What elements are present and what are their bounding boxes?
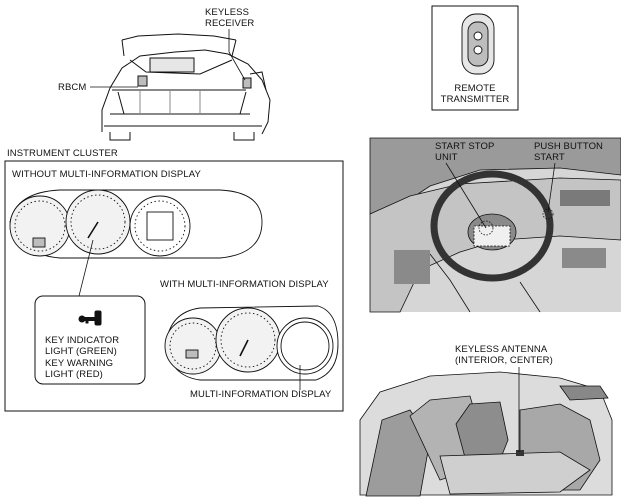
without-mid-label: WITHOUT MULTI-INFORMATION DISPLAY xyxy=(12,169,201,180)
vehicle-rear-icon xyxy=(101,33,271,141)
cluster-with-mid xyxy=(164,305,339,381)
cluster-without-mid xyxy=(9,189,263,259)
start-stop-unit-label-line1: START STOP xyxy=(435,141,495,152)
start-stop-unit-label-line2: UNIT xyxy=(435,152,458,163)
cabin-interior-icon xyxy=(359,371,613,497)
keyless-antenna-label-line2: (INTERIOR, CENTER) xyxy=(455,355,553,366)
key-indicator-label-line2: LIGHT (GREEN) xyxy=(45,346,117,357)
multi-info-display-label: MULTI-INFORMATION DISPLAY xyxy=(190,389,332,400)
key-warning-label-line2: LIGHT (RED) xyxy=(45,369,103,380)
key-indicator-label-line1: KEY INDICATOR xyxy=(45,335,120,346)
instrument-cluster-label: INSTRUMENT CLUSTER xyxy=(7,148,118,159)
keyless-receiver-label-line2: RECEIVER xyxy=(205,18,255,29)
rbcm-label: RBCM xyxy=(58,82,87,93)
key-warning-label-line1: KEY WARNING xyxy=(45,358,114,369)
push-button-start-label-line2: START xyxy=(534,152,565,163)
keyless-receiver-label-line1: KEYLESS xyxy=(205,7,250,18)
key-indicator-icon xyxy=(78,310,102,326)
remote-key-icon xyxy=(461,13,495,75)
push-button-start-label-line1: PUSH BUTTON xyxy=(534,141,604,152)
with-mid-label: WITH MULTI-INFORMATION DISPLAY xyxy=(160,279,329,290)
remote-transmitter-label-line1: REMOTE xyxy=(454,83,496,94)
keyless-antenna-label-line1: KEYLESS ANTENNA xyxy=(455,344,548,355)
key-indicator-callout xyxy=(34,295,146,385)
remote-transmitter-label-line2: TRANSMITTER xyxy=(440,94,510,105)
dashboard-icon xyxy=(369,137,621,313)
